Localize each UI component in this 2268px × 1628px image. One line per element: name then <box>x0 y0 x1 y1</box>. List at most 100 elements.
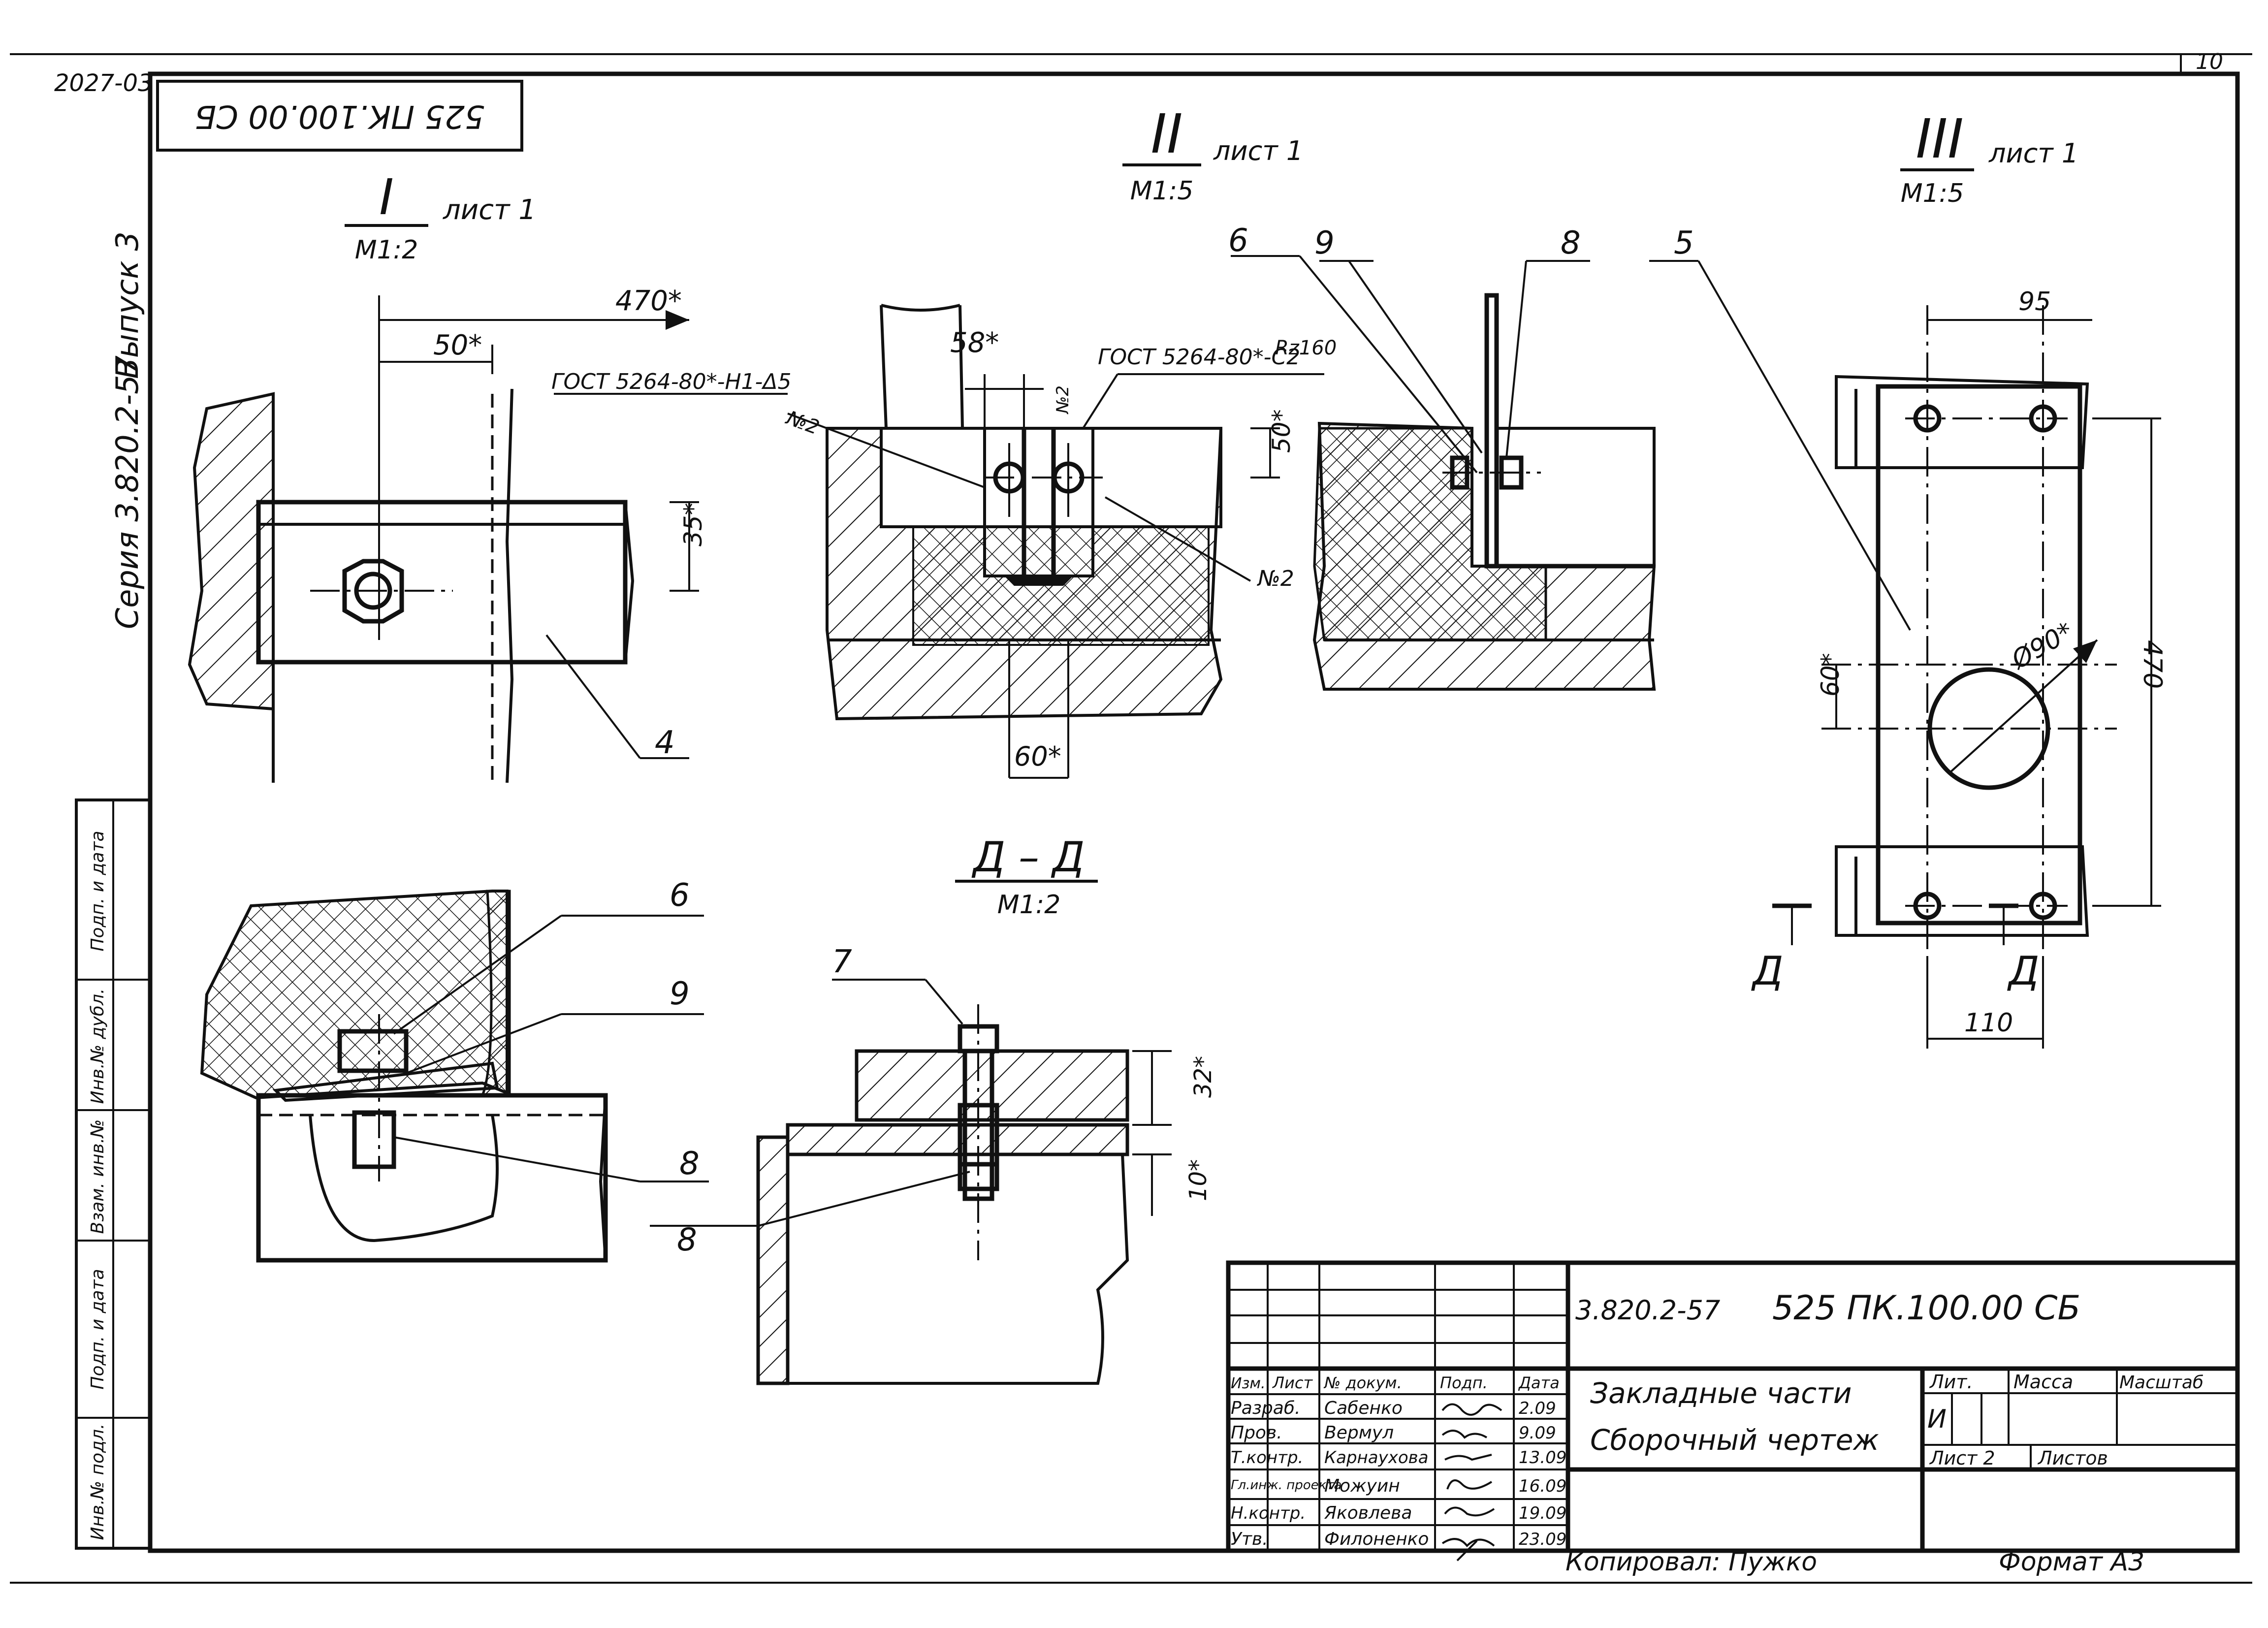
side-stamp <box>75 798 152 1550</box>
view-I-numeral: I <box>379 168 394 226</box>
callout-6-top: 6 <box>1228 223 1248 259</box>
dim-60-star-b: 60* <box>1816 653 1845 697</box>
callout-9-bottom: 9 <box>670 976 690 1012</box>
series-label: Серия 3.820.2-57 <box>109 355 145 629</box>
tb-row-date: 23.09 <box>1519 1530 1566 1549</box>
tb-row-role: Н.контр. <box>1231 1503 1306 1523</box>
tb-sheets-label: Листов <box>2037 1447 2108 1469</box>
weld-roughness: Rz160 <box>1275 337 1337 359</box>
tb-row-name: Можуин <box>1324 1476 1400 1496</box>
title-block-frame <box>1226 1260 2240 1553</box>
title-name-line2: Сборочный чертеж <box>1590 1423 1879 1457</box>
tb-row-name: Филоненко <box>1324 1529 1429 1549</box>
mirrored-code-box: 525 ПК.100.00 СБ <box>156 80 523 152</box>
tb-row-role: Т.контр. <box>1231 1448 1303 1468</box>
issue-label: Выпуск 3 <box>109 231 145 379</box>
tb-sheet-label: Лист 2 <box>1929 1447 1995 1469</box>
signature-rows: Разраб. Сабенко 2.09 Пров. Вермул 9.09 Т… <box>1231 1398 1566 1549</box>
footer-format: Формат А3 <box>1999 1547 2144 1577</box>
weld-gost-left: ГОСТ 5264-80*-Н1-Δ5 <box>551 369 792 394</box>
view-III-heading: III М1:5 лист 1 <box>1900 107 2078 208</box>
tb-row-role: Утв. <box>1231 1529 1268 1549</box>
side-stamp-item: Подп. и дата <box>88 830 108 951</box>
section-dd-drawing <box>650 979 1172 1385</box>
sheet-frame <box>10 53 2252 1584</box>
view-II-drawing <box>554 304 1324 779</box>
callout-8-top: 8 <box>1561 225 1581 261</box>
view-III-numeral: III <box>1916 107 1963 170</box>
side-stamp-item: Инв.№ подл. <box>88 1424 108 1540</box>
weld-n2-a: №2 <box>783 406 823 439</box>
tb-row-name: Сабенко <box>1324 1398 1403 1418</box>
tb-row-date: 2.09 <box>1519 1399 1556 1418</box>
side-stamp-item: Инв.№ дубл. <box>88 989 108 1104</box>
section-heading: Д – Д М1:2 <box>955 833 1098 920</box>
cut-mark-right: Д <box>2007 948 2040 994</box>
view-I-heading: I М1:2 лист 1 <box>345 168 536 265</box>
side-stamp-item: Взам. инв.№ <box>88 1119 108 1234</box>
tb-scale-label: Масштаб <box>2119 1373 2204 1393</box>
tb-mass-label: Масса <box>2013 1371 2073 1393</box>
tb-row-date: 9.09 <box>1519 1423 1556 1443</box>
view-I-sheet-ref: лист 1 <box>443 194 536 226</box>
view-II-heading: II М1:5 лист 1 <box>1122 102 1303 206</box>
dim-110: 110 <box>1964 1008 2013 1038</box>
callout-7: 7 <box>832 944 852 980</box>
section-scale: М1:2 <box>997 890 1061 920</box>
tb-header-izm: Изм. <box>1231 1375 1266 1392</box>
weld-n2-b: №2 <box>1053 385 1073 415</box>
footer-copied: Копировал: Пужко <box>1565 1547 1817 1577</box>
view-III-scale: М1:5 <box>1901 179 1964 208</box>
dim-10-star: 10* <box>1184 1159 1212 1201</box>
dim-58-star: 58* <box>950 327 999 359</box>
weld-gost-right: ГОСТ 5264-80*-С2 <box>1098 345 1300 370</box>
title-series: 3.820.2-57 <box>1575 1295 1720 1326</box>
tb-row-date: 19.09 <box>1519 1503 1566 1523</box>
view-II-right-detail <box>1231 255 1911 691</box>
title-code: 525 ПК.100.00 СБ <box>1772 1289 2080 1328</box>
tb-row-date: 16.09 <box>1519 1476 1566 1496</box>
tb-header-doc: № докум. <box>1323 1373 1402 1392</box>
view-II-sheet-ref: лист 1 <box>1213 135 1303 166</box>
callout-9-top: 9 <box>1314 225 1335 261</box>
view-II-numeral: II <box>1151 102 1183 165</box>
dim-50-star: 50* <box>433 329 482 361</box>
callout-6-bottom: 6 <box>670 877 690 914</box>
tb-row-name: Вермул <box>1324 1423 1394 1443</box>
view-II-scale: М1:5 <box>1130 176 1194 206</box>
dim-470: 470 <box>2138 640 2167 689</box>
tb-row-date: 13.09 <box>1519 1448 1566 1468</box>
callout-5: 5 <box>1674 225 1694 261</box>
tb-header-list: Лист <box>1272 1373 1313 1392</box>
side-stamp-item: Подп. и дата <box>88 1269 108 1389</box>
corner-code: 2027-03 <box>54 69 153 97</box>
view-III-drawing <box>1772 305 2161 1049</box>
tb-row-name: Карнаухова <box>1324 1448 1429 1468</box>
cut-mark-left: Д <box>1751 948 1784 994</box>
view-I-scale: М1:2 <box>355 235 418 265</box>
dim-32-star: 32* <box>1189 1056 1217 1098</box>
tb-row-role: Гл.инж. проекта <box>1231 1478 1342 1493</box>
lower-left-detail <box>200 890 709 1263</box>
tb-header-sign: Подп. <box>1440 1373 1488 1392</box>
dim-470-star: 470* <box>615 285 682 317</box>
title-name-line1: Закладные части <box>1590 1376 1852 1410</box>
callout-8-bottom: 8 <box>677 1222 697 1258</box>
section-title: Д – Д <box>971 833 1085 881</box>
view-I-drawing <box>188 295 699 783</box>
callout-4: 4 <box>655 725 675 761</box>
tb-row-name: Яковлева <box>1324 1503 1412 1523</box>
page-top-number: 10 <box>2196 49 2223 74</box>
signature-scribbles <box>1441 1403 1502 1562</box>
dim-60-star: 60* <box>1014 741 1061 772</box>
dim-95: 95 <box>2018 287 2051 317</box>
tb-header-date: Дата <box>1518 1373 1560 1392</box>
dim-50-star-b: 50* <box>1267 409 1296 453</box>
weld-n2-c: №2 <box>1256 566 1294 591</box>
tb-row-role: Пров. <box>1231 1423 1282 1443</box>
mirrored-code: 525 ПК.100.00 СБ <box>194 98 484 134</box>
tb-row-role: Разраб. <box>1231 1398 1300 1418</box>
tb-lit-value: И <box>1927 1405 1947 1434</box>
callout-8-bottom-left: 8 <box>679 1146 700 1182</box>
